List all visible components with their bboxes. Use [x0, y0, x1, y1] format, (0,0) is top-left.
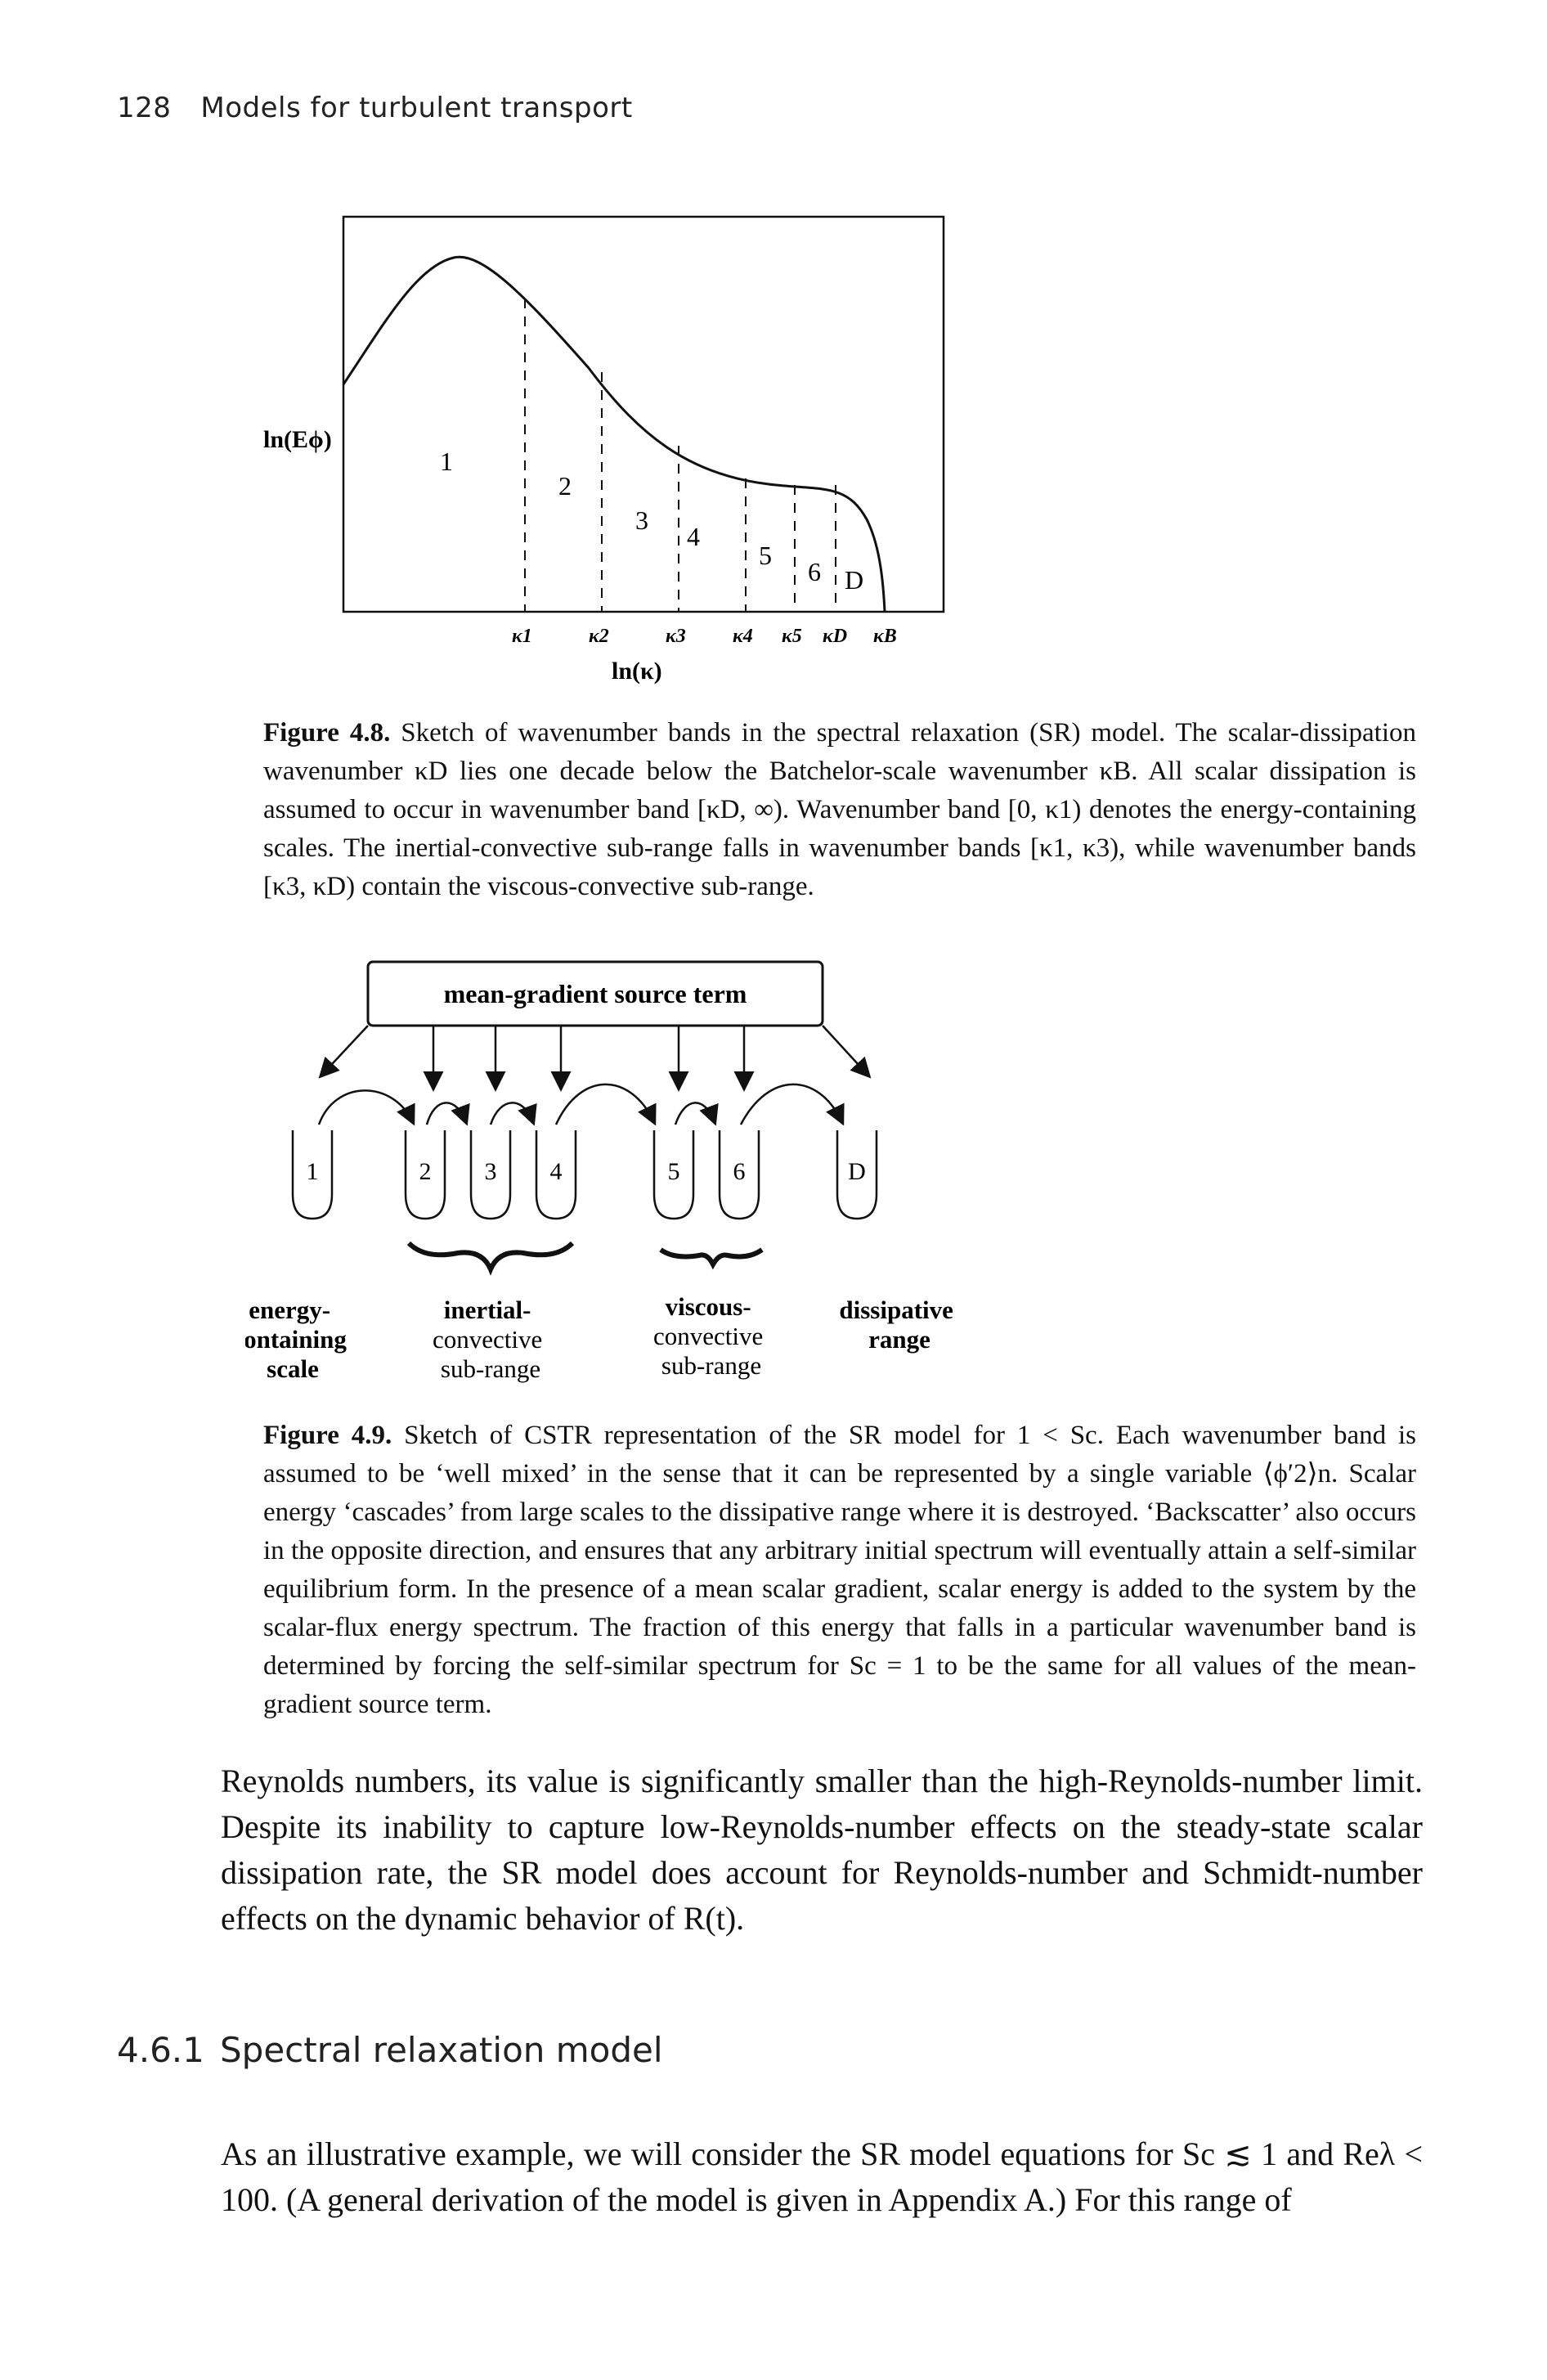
running-title: Models for turbulent transport: [200, 92, 633, 124]
x-axis-label: ln(κ): [612, 658, 662, 685]
label-line: inertial-: [444, 1296, 531, 1324]
group-label-inertial: inertial- convective sub-range: [433, 1296, 549, 1383]
label-line: energy-: [249, 1296, 330, 1324]
page-number: 128: [117, 92, 172, 124]
label-line: sub-range: [441, 1354, 540, 1383]
tanks: [291, 1130, 878, 1220]
tank: [469, 1130, 512, 1220]
figure-4-8: ln(Eϕ) ln(κ) 1 2 3 4 5 6 D κ1 κ2 κ3 κ4 κ…: [263, 215, 945, 685]
tick-labels: κ1 κ2 κ3 κ4 κ5 κD κB: [512, 626, 897, 647]
cascade-arcs: [317, 1083, 845, 1126]
body-paragraph: Reynolds numbers, its value is significa…: [221, 1763, 1423, 1937]
section-heading: 4.6.1 Spectral relaxation model: [117, 2030, 663, 2070]
source-box: [366, 960, 824, 1027]
band-label: 6: [808, 557, 821, 586]
band-label: 1: [440, 447, 453, 476]
tank-label: 6: [733, 1158, 746, 1185]
spectrum-curve: [342, 255, 886, 613]
figure-4-9: mean-gradient source term 1 2 3 4 5: [245, 960, 959, 1383]
label-line: sub-range: [661, 1351, 761, 1380]
tick-label: κD: [823, 626, 847, 647]
label-line: containing: [245, 1325, 347, 1354]
source-box-label: mean-gradient source term: [444, 979, 747, 1008]
tick-label: κ2: [589, 626, 609, 647]
tank: [291, 1130, 334, 1220]
figure-4-9-caption: Figure 4.9. Sketch of CSTR representatio…: [263, 1417, 1416, 1724]
figure-4-8-caption: Figure 4.8. Sketch of wavenumber bands i…: [263, 714, 1416, 906]
caption-text: Sketch of wavenumber bands in the spectr…: [263, 718, 1416, 901]
tick-label: κ4: [733, 626, 753, 647]
tick-label: κ1: [512, 626, 532, 647]
tank-label: D: [848, 1158, 866, 1185]
band-label: 4: [687, 522, 700, 551]
label-line: viscous-: [666, 1292, 751, 1321]
caption-text: Sketch of CSTR representation of the SR …: [263, 1421, 1416, 1719]
tick-label: κ5: [782, 626, 802, 647]
group-label-viscous: viscous- convective sub-range: [653, 1292, 769, 1380]
plot-frame: [342, 215, 945, 613]
band-dividers: [524, 299, 836, 612]
tank: [404, 1130, 446, 1220]
tick-label: κB: [873, 626, 897, 647]
tank-label: 1: [307, 1158, 319, 1185]
tank-label: 4: [550, 1158, 563, 1185]
tank-label: 3: [485, 1158, 497, 1185]
tank: [652, 1130, 695, 1220]
tick-label: κ3: [666, 626, 686, 647]
group-label-energy: energy- containing scale: [245, 1296, 353, 1383]
band-label: 5: [759, 541, 772, 570]
band-label: 3: [635, 505, 648, 535]
tank: [718, 1130, 760, 1220]
tank-labels: 1 2 3 4 5 6 D: [307, 1158, 866, 1185]
group-labels: energy- containing scale inertial- conve…: [245, 1292, 959, 1383]
group-label-dissipative: dissipative range: [839, 1296, 959, 1354]
group-braces: [406, 1241, 764, 1276]
band-label: D: [845, 565, 863, 595]
y-axis-label: ln(Eϕ): [263, 426, 332, 453]
label-line: dissipative: [839, 1296, 953, 1324]
tank: [535, 1130, 577, 1220]
running-header: 128 Models for turbulent transport: [117, 92, 633, 124]
band-label: 2: [558, 471, 572, 501]
tank-label: 2: [419, 1158, 432, 1185]
source-arrows: [318, 1025, 872, 1092]
caption-label: Figure 4.8.: [263, 718, 391, 748]
band-labels: 1 2 3 4 5 6 D: [440, 447, 863, 595]
body-paragraph-2: As an illustrative example, we will cons…: [221, 2135, 1423, 2218]
label-line: convective: [433, 1325, 542, 1354]
tank-label: 5: [668, 1158, 680, 1185]
label-line: scale: [267, 1354, 319, 1383]
tank: [836, 1130, 878, 1220]
section-number: 4.6.1: [117, 2030, 204, 2070]
label-line: convective: [653, 1322, 763, 1350]
label-line: range: [868, 1325, 930, 1354]
section-title: Spectral relaxation model: [220, 2030, 663, 2070]
caption-label: Figure 4.9.: [263, 1421, 392, 1450]
